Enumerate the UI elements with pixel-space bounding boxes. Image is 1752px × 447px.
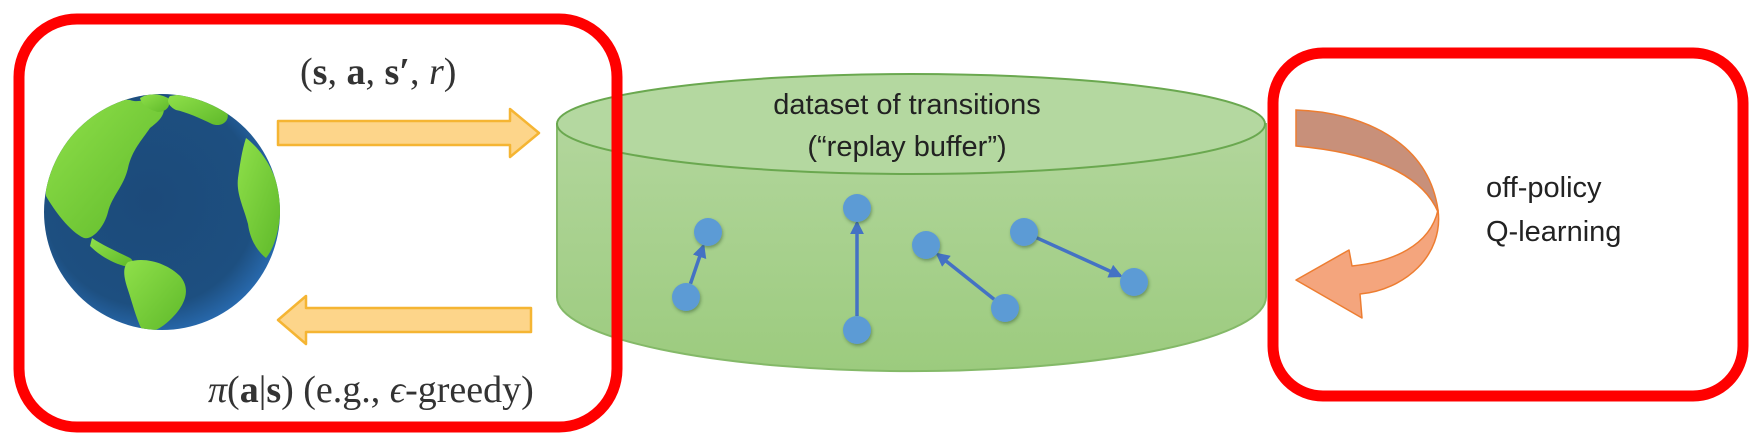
transition-graph [672, 194, 1148, 344]
policy-part: -greedy) [405, 369, 534, 411]
replay-buffer-title-line2: (“replay buffer”) [807, 131, 1007, 163]
state-node [843, 316, 871, 344]
policy-label: π(a|s) (e.g., ϵ-greedy) [208, 368, 534, 412]
learner-label-line2: Q-learning [1486, 216, 1622, 248]
policy-part: | [258, 369, 267, 411]
collect-arrow [276, 107, 541, 159]
state-node [991, 294, 1019, 322]
transition-tuple-part: r [428, 51, 444, 93]
next-state-node [843, 194, 871, 222]
transition-edge [688, 243, 707, 285]
transition-tuple-part: s [312, 51, 328, 93]
transition-tuple-label: (s, a, s′, r) [300, 50, 456, 94]
state-node [672, 283, 700, 311]
next-state-node [1120, 268, 1148, 296]
next-state-node [912, 231, 940, 259]
policy-part: ) (e.g., [281, 369, 390, 411]
learner-highlight-box [1267, 47, 1749, 402]
learner-label: off-policy Q-learning [1486, 166, 1621, 254]
cylinder-body [556, 123, 1267, 373]
transition-tuple-part: ) [443, 51, 457, 93]
transition-tuple-part: , [409, 51, 429, 93]
replay-buffer-title-line1: dataset of transitions [773, 89, 1041, 121]
transition-edge [1036, 236, 1123, 278]
policy-part: ϵ [389, 369, 406, 411]
state-node [1010, 218, 1038, 246]
policy-part: s [266, 369, 282, 411]
policy-arrow [276, 294, 533, 346]
transition-edge [935, 252, 996, 301]
curved-arrow-icon [1295, 109, 1440, 319]
policy-part: a [239, 369, 259, 411]
transition-tuple-part: a [346, 51, 366, 93]
policy-part: π [208, 369, 228, 411]
transition-tuple-part: s′ [384, 51, 410, 93]
replay-buffer-title: dataset of transitions (“replay buffer”) [700, 84, 1114, 168]
transition-tuple-part: , [327, 51, 347, 93]
transition-tuple-part: ( [300, 51, 313, 93]
policy-part: ( [227, 369, 240, 411]
cylinder-top [556, 73, 1266, 175]
learner-label-line1: off-policy [1486, 172, 1602, 204]
next-state-node [694, 218, 722, 246]
replay-buffer-cylinder [556, 73, 1267, 373]
environment-highlight-box [13, 13, 623, 433]
globe-icon [44, 94, 280, 330]
transition-tuple-part: , [365, 51, 385, 93]
